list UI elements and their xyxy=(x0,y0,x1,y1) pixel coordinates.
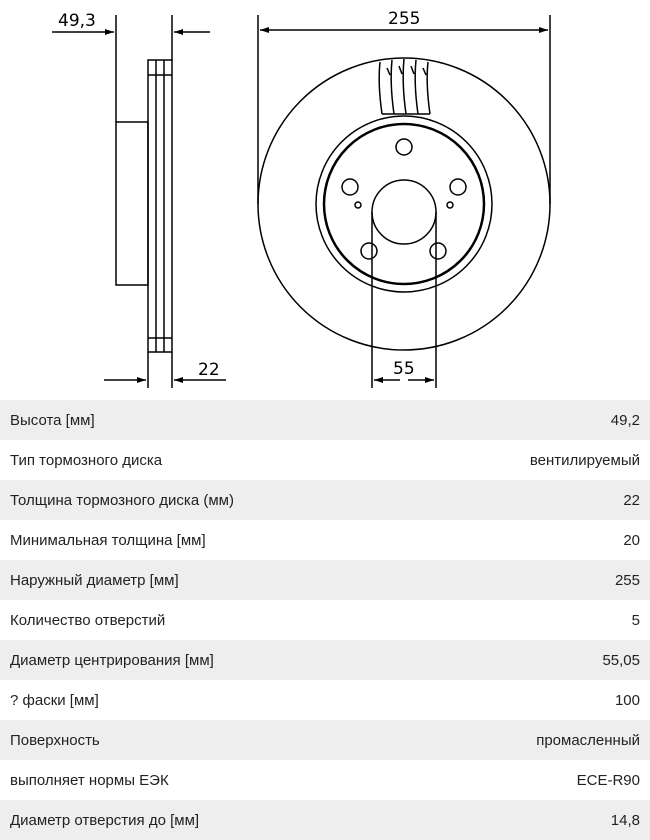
brake-disc-drawing: 49,3 255 22 55 xyxy=(0,0,650,400)
dim-thickness-label: 22 xyxy=(198,360,220,380)
spec-label: Диаметр центрирования [мм] xyxy=(10,651,214,669)
spec-label: Количество отверстий xyxy=(10,611,166,629)
dim-center-label: 55 xyxy=(393,359,415,379)
spec-table: Высота [мм] 49,2 Тип тормозного диска вент… xyxy=(0,400,650,840)
spec-label: Наружный диаметр [мм] xyxy=(10,571,179,589)
spec-label: Поверхность xyxy=(10,731,100,749)
spec-value: ECE-R90 xyxy=(576,771,640,789)
spec-value: 49,2 xyxy=(610,411,640,429)
spec-row: Количество отверстий 5 xyxy=(0,600,650,640)
spec-row: Диаметр центрирования [мм] 55,05 xyxy=(0,640,650,680)
side-view xyxy=(115,15,173,388)
spec-label: Высота [мм] xyxy=(10,411,95,429)
front-view xyxy=(257,57,551,351)
spec-value: вентилируемый xyxy=(529,451,640,469)
spec-value: 100 xyxy=(614,691,640,709)
spec-row: Высота [мм] 49,2 xyxy=(0,400,650,440)
dim-height-label: 49,3 xyxy=(58,11,96,31)
spec-value: 22 xyxy=(623,491,640,509)
spec-row: ? фаски [мм] 100 xyxy=(0,680,650,720)
spec-label: Тип тормозного диска xyxy=(10,451,163,469)
spec-value: 14,8 xyxy=(610,811,640,829)
brake-disc-svg: 49,3 255 22 55 xyxy=(52,9,551,388)
spec-value: 255 xyxy=(614,571,640,589)
spec-label: Диаметр отверстия до [мм] xyxy=(10,811,200,829)
spec-row: Наружный диаметр [мм] 255 xyxy=(0,560,650,600)
spec-label: Толщина тормозного диска (мм) xyxy=(10,491,234,509)
spec-label: Минимальная толщина [мм] xyxy=(10,531,206,549)
spec-row: Минимальная толщина [мм] 20 xyxy=(0,520,650,560)
spec-row: Диаметр отверстия до [мм] 14,8 xyxy=(0,800,650,840)
spec-value: 20 xyxy=(623,531,640,549)
spec-row: Толщина тормозного диска (мм) 22 xyxy=(0,480,650,520)
spec-row: выполняет нормы ЕЭК ECE-R90 xyxy=(0,760,650,800)
spec-value: промасленный xyxy=(536,731,640,749)
spec-value: 55,05 xyxy=(602,651,640,669)
spec-value: 5 xyxy=(631,611,640,629)
dim-outer-label: 255 xyxy=(388,9,420,29)
spec-row: Поверхность промасленный xyxy=(0,720,650,760)
spec-label: выполняет нормы ЕЭК xyxy=(10,771,169,789)
spec-label: ? фаски [мм] xyxy=(10,691,99,709)
spec-row: Тип тормозного диска вентилируемый xyxy=(0,440,650,480)
